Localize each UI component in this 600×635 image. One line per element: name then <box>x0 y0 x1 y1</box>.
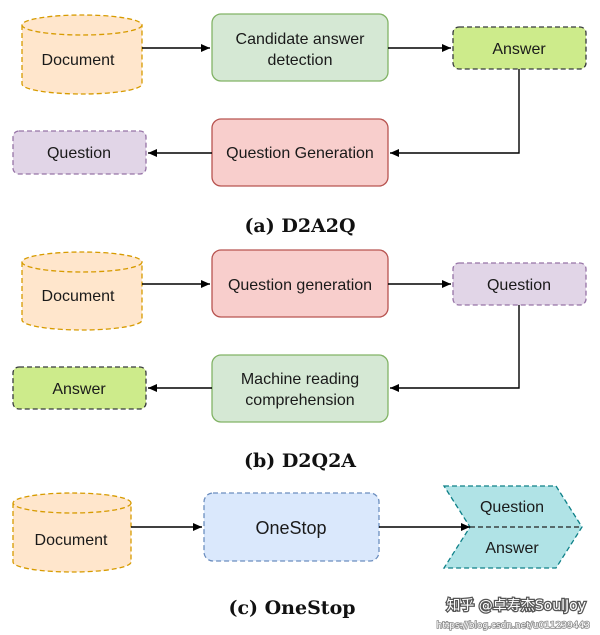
question-generation-node-b: Question generation <box>211 249 389 318</box>
watermark-url: https://blog.csdn.net/u011239443 <box>436 621 590 631</box>
caption-b: (b) D2Q2A <box>244 450 356 472</box>
document-label: Document <box>35 532 108 549</box>
generation-label: Question generation <box>228 277 372 294</box>
document-label: Document <box>42 288 115 305</box>
question-node-a: Question <box>12 130 147 175</box>
question-label: Question <box>480 499 544 516</box>
arrow-question-to-reading <box>390 305 520 392</box>
arrow-answer-to-generation <box>390 69 520 157</box>
detection-label-line1: Candidate answer <box>236 31 366 48</box>
panel-a: Document Candidate answer detection Answ… <box>12 13 587 237</box>
document-cylinder-body <box>21 25 143 95</box>
document-node-a: Document <box>21 14 143 95</box>
panel-b: Document Question generation Question Ma… <box>12 249 587 472</box>
candidate-answer-detection-node: Candidate answer detection <box>211 13 389 82</box>
document-node-c: Document <box>12 492 132 573</box>
question-generation-node-a: Question Generation <box>211 118 389 187</box>
answer-node-a: Answer <box>452 26 587 70</box>
question-label: Question <box>487 277 551 294</box>
question-node-b: Question <box>452 262 587 306</box>
answer-label: Answer <box>492 41 546 58</box>
answer-node-b: Answer <box>12 366 147 410</box>
document-label: Document <box>42 52 115 69</box>
machine-reading-node: Machine reading comprehension <box>211 354 389 423</box>
detection-label-line2: detection <box>268 52 333 69</box>
panel-c: Document OneStop Question Answer (c) One… <box>12 485 583 619</box>
generation-label: Question Generation <box>226 145 374 162</box>
reading-label-line2: comprehension <box>245 392 354 409</box>
reading-label-line1: Machine reading <box>241 371 359 388</box>
answer-label: Answer <box>485 540 539 557</box>
caption-c: (c) OneStop <box>228 597 355 619</box>
onestop-label: OneStop <box>255 518 326 538</box>
document-node-b: Document <box>21 251 143 331</box>
answer-label: Answer <box>52 381 106 398</box>
caption-a: (a) D2A2Q <box>244 215 355 237</box>
onestop-node: OneStop <box>203 492 380 562</box>
watermark: 知乎 @卓寿杰SoulJoy https://blog.csdn.net/u01… <box>436 596 591 632</box>
document-cylinder-top <box>21 14 143 36</box>
question-label: Question <box>47 145 111 162</box>
watermark-main: 知乎 @卓寿杰SoulJoy <box>446 597 586 614</box>
